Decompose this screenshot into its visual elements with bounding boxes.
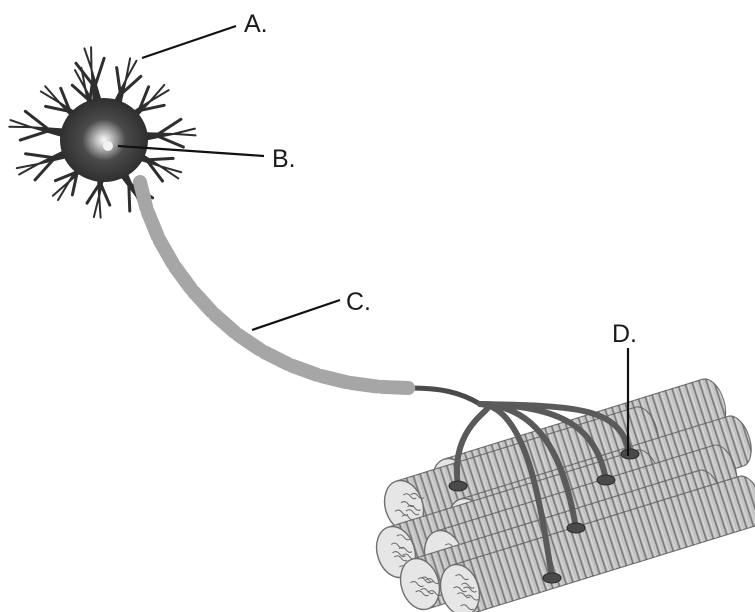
dendrite-branch bbox=[26, 154, 55, 158]
dendrite-tip bbox=[174, 129, 195, 134]
myelin-segment bbox=[264, 352, 287, 364]
dendrite-tip bbox=[99, 196, 100, 218]
label-b: B. bbox=[272, 145, 296, 173]
leader-line-a bbox=[142, 26, 236, 58]
myelinated-axon bbox=[140, 182, 480, 404]
soma bbox=[60, 98, 148, 182]
myelin-segment bbox=[140, 182, 146, 207]
neuromuscular-junction bbox=[621, 449, 639, 459]
dendrite-branch bbox=[147, 158, 174, 159]
myelin-segment bbox=[194, 292, 212, 311]
myelin-segment bbox=[382, 387, 408, 388]
neuromuscular-junction bbox=[449, 481, 467, 491]
label-d: D. bbox=[612, 320, 637, 348]
dendrite-branch bbox=[20, 130, 50, 140]
dendrite-branch bbox=[95, 58, 104, 87]
myelin-segment bbox=[148, 212, 158, 236]
label-c: C. bbox=[346, 288, 371, 316]
myelin-segment bbox=[160, 241, 173, 264]
myelin-segment bbox=[175, 267, 190, 288]
myelin-segment bbox=[292, 366, 316, 375]
label-a: A. bbox=[244, 10, 268, 38]
myelin-segment bbox=[215, 315, 235, 332]
dendrite-branch bbox=[129, 183, 130, 211]
myelin-segment bbox=[352, 383, 378, 386]
dendrite-branch bbox=[156, 135, 183, 147]
neuromuscular-junction bbox=[597, 475, 615, 485]
dendrite-branch bbox=[117, 68, 121, 95]
dendrite-branch bbox=[100, 183, 110, 205]
dendrite-tip bbox=[174, 134, 196, 135]
muscle-fiber-bundle bbox=[370, 379, 755, 612]
myelin-segment bbox=[321, 376, 346, 382]
myelin-segment bbox=[238, 335, 260, 350]
neuron-cell-body bbox=[9, 47, 195, 217]
dendrite-tip bbox=[94, 196, 99, 217]
leader-line-c bbox=[252, 300, 340, 330]
nucleus bbox=[103, 141, 113, 151]
neuromuscular-junction bbox=[543, 573, 561, 583]
neuromuscular-junction bbox=[567, 523, 585, 533]
